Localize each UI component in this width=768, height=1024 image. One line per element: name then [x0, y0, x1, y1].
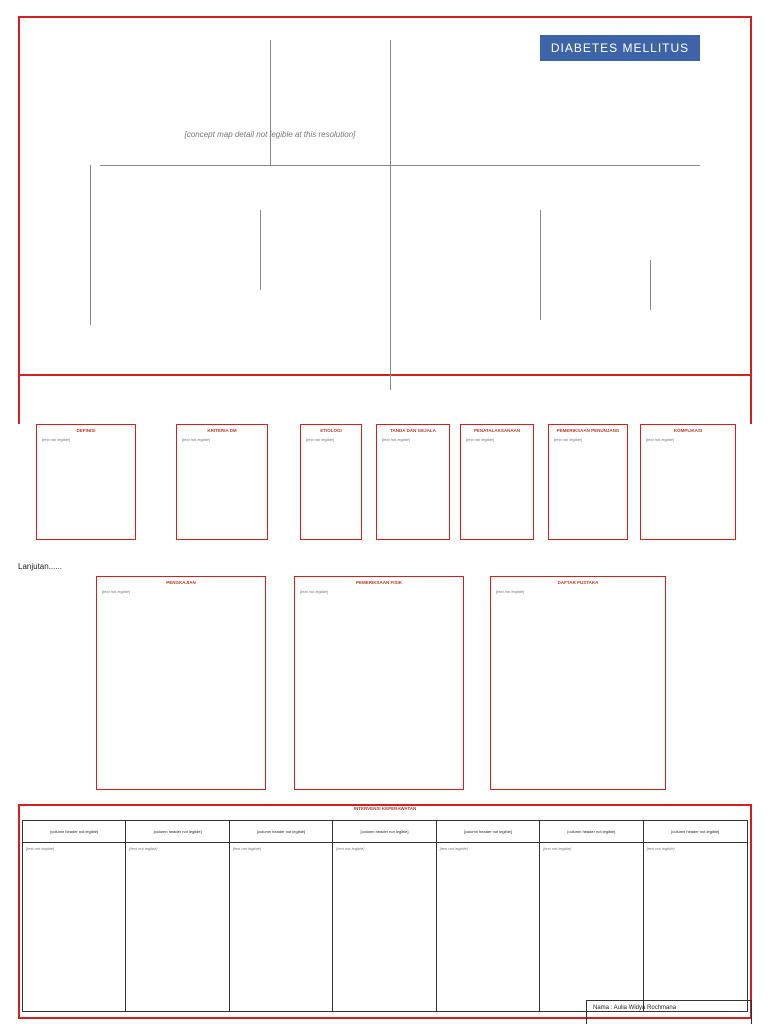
section-tanda-gejala: TANDA DAN GEJALA [text not legible]	[376, 424, 450, 540]
section-header: ETIOLOGI	[320, 428, 342, 433]
table-cell: [text not legible]	[646, 846, 675, 851]
section-pemeriksaan-fisik: PEMERIKSAAN FISIK [text not legible]	[294, 576, 464, 790]
section-header: PEMERIKSAAN FISIK	[355, 580, 402, 585]
table-header-cell: [column header not legible]	[436, 821, 541, 843]
section-kriteria-dm: KRITERIA DM [text not legible]	[176, 424, 268, 540]
section-definisi: DEFINISI [text not legible]	[36, 424, 136, 540]
section-body: [text not legible]	[102, 589, 131, 594]
section-pengkajian: PENGKAJIAN [text not legible]	[96, 576, 266, 790]
concept-map-line	[540, 210, 541, 320]
page-title: DIABETES MELLITUS	[540, 35, 700, 61]
section-body: [text not legible]	[646, 437, 675, 442]
section-header: KRITERIA DM	[207, 428, 237, 433]
section-header: PENGKAJIAN	[166, 580, 196, 585]
section-etiologi: ETIOLOGI [text not legible]	[300, 424, 362, 540]
intervention-frame	[18, 804, 752, 1019]
section-header: DAFTAR PUSTAKA	[557, 580, 599, 585]
section-body: [text not legible]	[466, 437, 495, 442]
section-pemeriksaan-penunjang: PEMERIKSAAN PENUNJANG [text not legible]	[548, 424, 628, 540]
section-body: [text not legible]	[382, 437, 411, 442]
table-header-cell: [column header not legible]	[540, 821, 644, 843]
section-header: TANDA DAN GEJALA	[390, 428, 436, 433]
section-header: DEFINISI	[76, 428, 96, 433]
table-header-cell: [column header not legible]	[126, 821, 230, 843]
section-header: PENATALAKSANAAN	[473, 428, 521, 433]
connector-line	[18, 376, 20, 424]
table-cell: [text not legible]	[333, 843, 437, 1011]
intervention-title: INTERVENSI KEPERAWATAN	[353, 806, 417, 811]
concept-map-line	[650, 260, 651, 310]
table-cell: [text not legible]	[540, 843, 644, 1011]
table-header-cell: [column header not legible]	[643, 821, 747, 843]
section-header: KOMPLIKASI	[673, 428, 703, 433]
section-body: [text not legible]	[182, 437, 211, 442]
concept-map-line	[390, 40, 391, 390]
concept-map-line	[90, 165, 91, 325]
table-cell: [text not legible]	[230, 843, 334, 1011]
intervention-table: [column header not legible] [column head…	[22, 820, 748, 1012]
table-cell: [text not legible]	[23, 843, 127, 1011]
section-body: [text not legible]	[554, 437, 583, 442]
section-body: [text not legible]	[306, 437, 335, 442]
table-header-cell: [column header not legible]	[229, 821, 334, 843]
table-header-cell: [column header not legible]	[23, 821, 127, 843]
concept-map-line	[100, 165, 700, 166]
section-penatalaksanaan: PENATALAKSANAAN [text not legible]	[460, 424, 534, 540]
section-daftar-pustaka: DAFTAR PUSTAKA [text not legible]	[490, 576, 666, 790]
section-body: [text not legible]	[496, 589, 525, 594]
author-name: Nama : Aulia Widya Rochmana	[586, 1000, 752, 1024]
concept-map-line	[260, 210, 261, 290]
section-komplikasi: KOMPLIKASI [text not legible]	[640, 424, 736, 540]
connector-line	[750, 376, 752, 424]
section-body: [text not legible]	[300, 589, 329, 594]
concept-map-frame	[18, 16, 752, 376]
continuation-label: Lanjutan......	[18, 562, 63, 571]
table-cell: [text not legible]	[437, 843, 541, 1011]
table-cell: [text not legible]	[126, 843, 230, 1011]
section-body: [text not legible]	[42, 437, 71, 442]
section-header: PEMERIKSAAN PENUNJANG	[556, 428, 620, 433]
concept-map-line	[270, 40, 271, 165]
table-header-cell: [column header not legible]	[333, 821, 437, 843]
